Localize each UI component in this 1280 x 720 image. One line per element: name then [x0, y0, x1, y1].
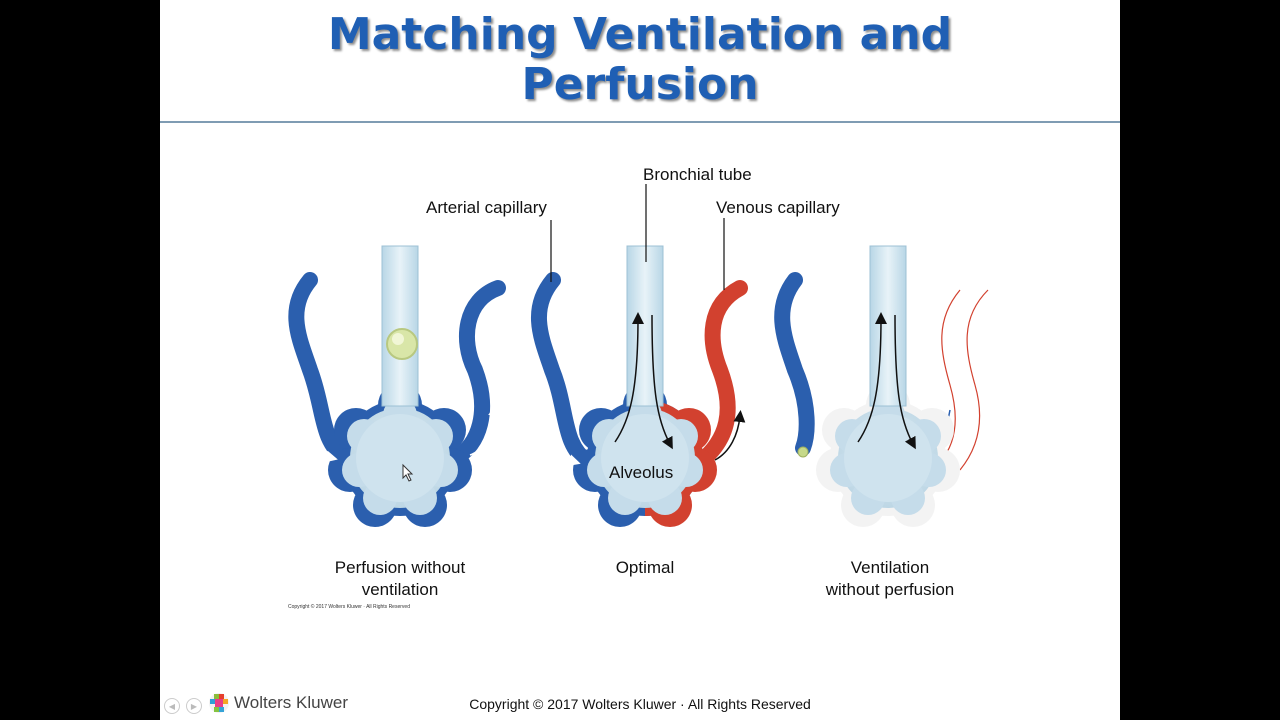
bronchial-tube-3 [869, 245, 907, 407]
arterial-capillary-left [288, 272, 353, 466]
caption-ventilation-without-perfusion: Ventilation without perfusion [825, 558, 955, 599]
wolters-kluwer-logo: Wolters Kluwer [208, 692, 348, 714]
footer-copyright: Copyright © 2017 Wolters Kluwer · All Ri… [469, 696, 811, 712]
figure-copyright: Copyright © 2017 Wolters Kluwer · All Ri… [288, 604, 410, 610]
panel-ventilation-without-perfusion [774, 245, 989, 527]
venous-capillary [692, 280, 748, 470]
arterial-capillary [531, 272, 596, 470]
ventilation-perfusion-diagram [288, 184, 989, 527]
title-line-2: Perfusion [521, 59, 759, 110]
title-line-1: Matching Ventilation and [327, 9, 953, 60]
alveolus-inner [587, 398, 703, 515]
embolus-icon [797, 446, 809, 458]
panel-optimal [531, 245, 748, 527]
slide-nav-controls[interactable]: ◀ ▶ [164, 698, 202, 714]
bronchial-tube-2 [626, 245, 664, 407]
caption-perfusion-without-ventilation: Perfusion without ventilation [334, 558, 466, 599]
label-arterial-capillary: Arterial capillary [426, 198, 547, 217]
caption-optimal: Optimal [615, 558, 675, 577]
alveolus-inner [342, 398, 458, 515]
slide-title: Matching Ventilation and Perfusion [160, 10, 1120, 110]
slide: Matching Ventilation and Perfusion [160, 0, 1120, 720]
label-bronchial-tube: Bronchial tube [643, 165, 752, 184]
cursor-icon [402, 463, 414, 482]
obstruction-ball-icon [386, 328, 418, 360]
label-venous-capillary: Venous capillary [716, 198, 840, 217]
nav-next-icon[interactable]: ▶ [186, 698, 202, 714]
label-alveolus: Alveolus [609, 463, 674, 482]
arterial-capillary-right [447, 280, 506, 466]
brand-name: Wolters Kluwer [234, 693, 348, 712]
nav-prev-icon[interactable]: ◀ [164, 698, 180, 714]
panel-perfusion-without-ventilation [288, 245, 506, 527]
title-divider [160, 121, 1120, 123]
bronchial-tube-1 [381, 245, 419, 407]
arterial-capillary-blocked [774, 272, 815, 456]
wolters-kluwer-logo-icon [209, 693, 229, 713]
